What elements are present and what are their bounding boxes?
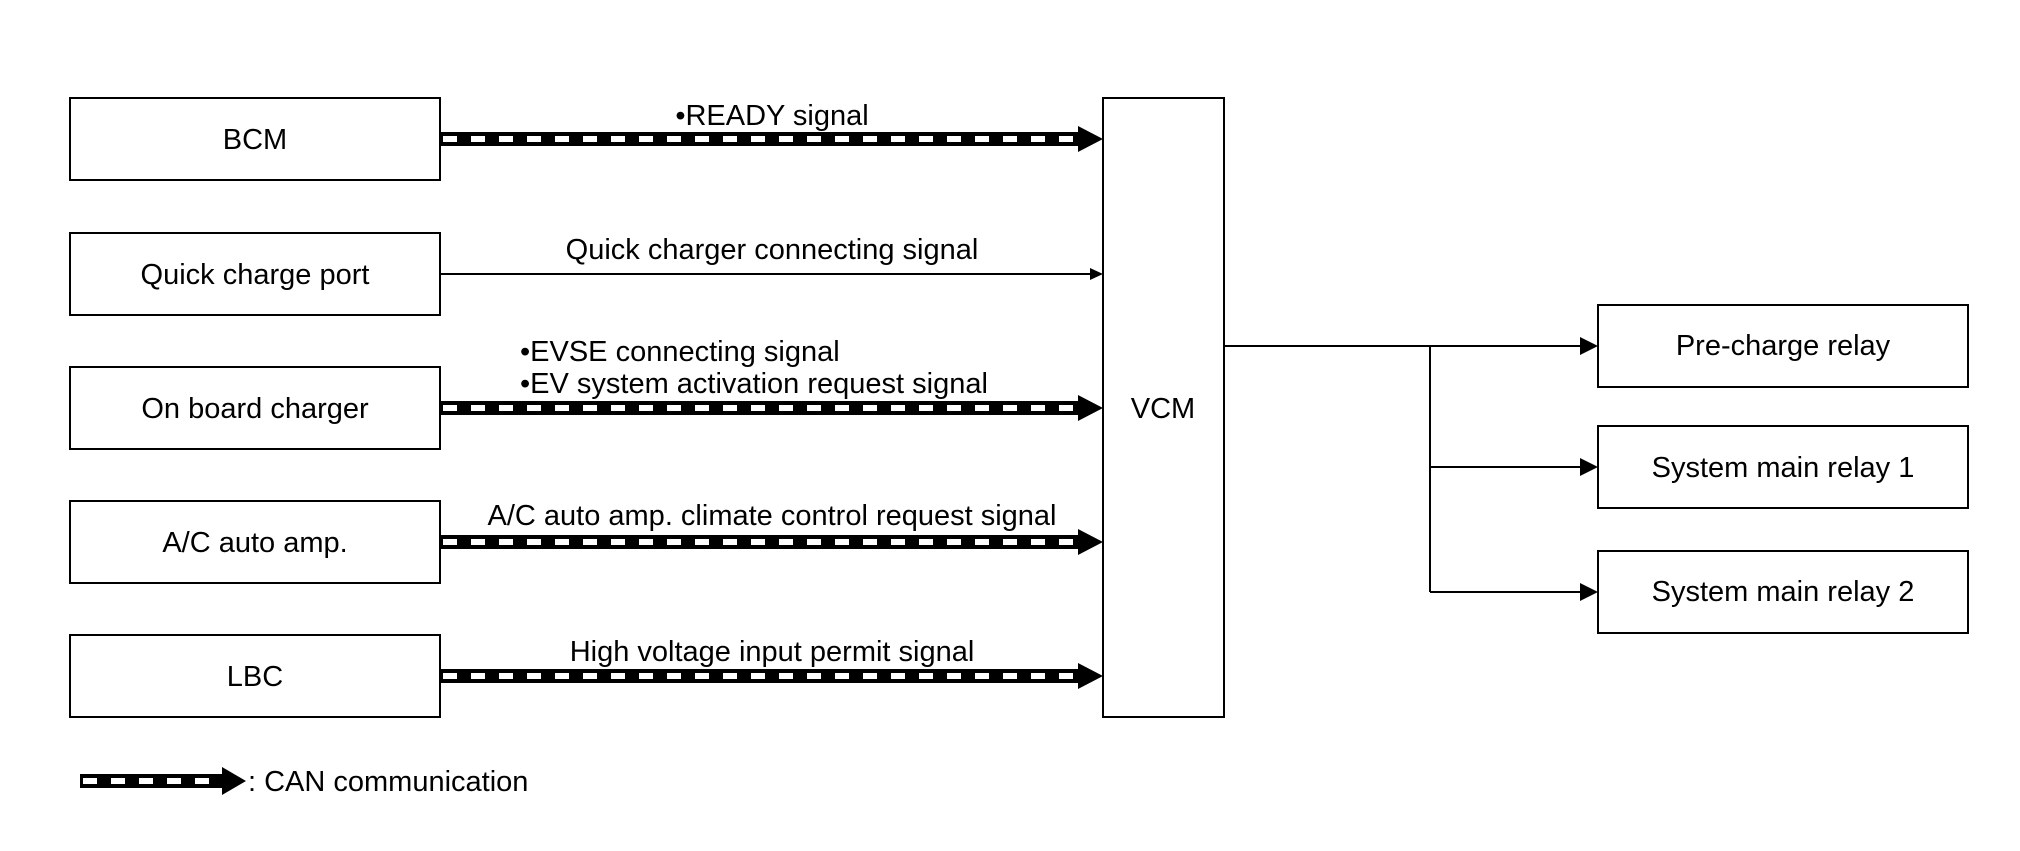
vcm-block: VCM xyxy=(1102,97,1225,718)
arrowhead-icon xyxy=(1078,395,1103,421)
arrowhead-icon xyxy=(1580,337,1598,355)
signal-label-climate: A/C auto amp. climate control request si… xyxy=(488,500,1057,532)
input-quick-charge-port-label: Quick charge port xyxy=(141,259,370,291)
output-system-main-relay-1: System main relay 1 xyxy=(1597,425,1969,509)
input-ac-auto-amp: A/C auto amp. xyxy=(69,500,441,584)
vcm-label: VCM xyxy=(1131,393,1195,425)
signal-label-hv-permit: High voltage input permit signal xyxy=(570,636,975,668)
signal-label-ev-activation: •EV system activation request signal xyxy=(520,368,988,400)
legend-label: : CAN communication xyxy=(248,766,528,798)
input-bcm: BCM xyxy=(69,97,441,181)
arrowhead-icon xyxy=(1580,583,1598,601)
arrowhead-icon xyxy=(1580,458,1598,476)
input-quick-charge-port: Quick charge port xyxy=(69,232,441,316)
signal-link-bcm: •READY signal xyxy=(440,100,1103,152)
output-wiring xyxy=(1224,337,1598,601)
arrowhead-icon xyxy=(1078,663,1103,689)
output-system-main-relay-2: System main relay 2 xyxy=(1597,550,1969,634)
output-pre-charge-relay-label: Pre-charge relay xyxy=(1676,330,1891,362)
arrowhead-icon xyxy=(1078,126,1103,152)
output-pre-charge-relay: Pre-charge relay xyxy=(1597,304,1969,388)
signal-label-ready: •READY signal xyxy=(675,100,868,132)
input-on-board-charger-label: On board charger xyxy=(141,393,369,425)
input-on-board-charger: On board charger xyxy=(69,366,441,450)
signal-link-on-board-charger: •EVSE connecting signal •EV system activ… xyxy=(440,336,1103,421)
input-lbc: LBC xyxy=(69,634,441,718)
arrowhead-icon xyxy=(1090,268,1103,280)
signal-link-quick-charge-port: Quick charger connecting signal xyxy=(440,234,1103,280)
signal-link-lbc: High voltage input permit signal xyxy=(440,636,1103,689)
output-system-main-relay-1-label: System main relay 1 xyxy=(1652,452,1915,484)
arrowhead-icon xyxy=(1078,529,1103,555)
input-lbc-label: LBC xyxy=(227,661,283,693)
legend-can-arrow-icon xyxy=(80,767,246,795)
signal-label-evse: •EVSE connecting signal xyxy=(520,336,840,368)
output-system-main-relay-2-label: System main relay 2 xyxy=(1652,576,1915,608)
input-ac-auto-amp-label: A/C auto amp. xyxy=(162,527,347,559)
legend: : CAN communication xyxy=(80,766,528,798)
signal-link-ac-auto-amp: A/C auto amp. climate control request si… xyxy=(440,500,1103,555)
signal-label-quick-charger: Quick charger connecting signal xyxy=(566,234,979,266)
input-bcm-label: BCM xyxy=(223,124,287,156)
